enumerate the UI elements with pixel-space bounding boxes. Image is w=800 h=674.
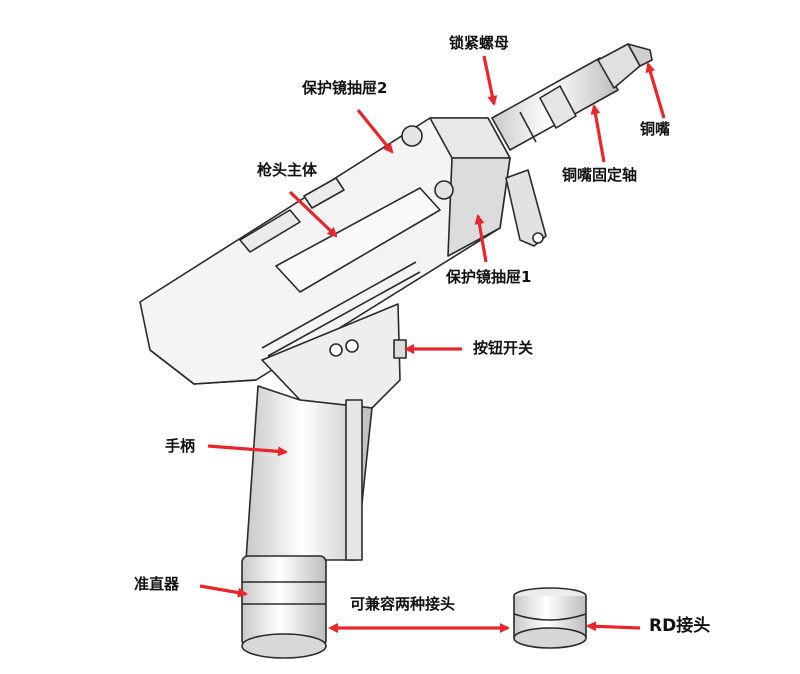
arrow-lock-nut (482, 55, 498, 106)
label-nozzle-fixed-shaft: 铜嘴固定轴 (562, 166, 638, 184)
label-gun-head-body: 枪头主体 (257, 161, 318, 179)
label-lock-nut: 锁紧螺母 (449, 34, 510, 52)
arrow-gun-head-body (288, 190, 338, 238)
label-protective-mirror-drawer-1: 保护镜抽屉1 (446, 268, 532, 286)
copper-nozzle (597, 43, 653, 89)
side-bracket (505, 169, 547, 247)
arrow-handle (207, 444, 288, 457)
rd-connector (513, 587, 587, 649)
nozzle-fixed-shaft (491, 57, 619, 151)
arrow-nozzle-shaft (590, 104, 606, 163)
label-compatible-two-connectors: 可兼容两种接头 (350, 595, 456, 613)
handle (245, 303, 407, 561)
label-collimator: 准直器 (134, 575, 180, 593)
arrow-rd-connector (586, 621, 641, 632)
arrow-copper-nozzle (645, 62, 666, 119)
arrow-collimator (199, 584, 248, 598)
label-handle: 手柄 (165, 437, 196, 455)
label-protective-mirror-drawer-2: 保护镜抽屉2 (302, 79, 388, 97)
annotation-arrows (199, 55, 666, 633)
label-rd-connector: RD接头 (649, 616, 711, 636)
arrow-drawer-1 (474, 214, 488, 263)
gun-head-body (139, 117, 511, 385)
label-copper-nozzle: 铜嘴 (640, 120, 671, 138)
arrow-drawer-2 (356, 108, 394, 154)
label-button-switch: 按钮开关 (473, 339, 534, 357)
collimator (241, 555, 327, 659)
